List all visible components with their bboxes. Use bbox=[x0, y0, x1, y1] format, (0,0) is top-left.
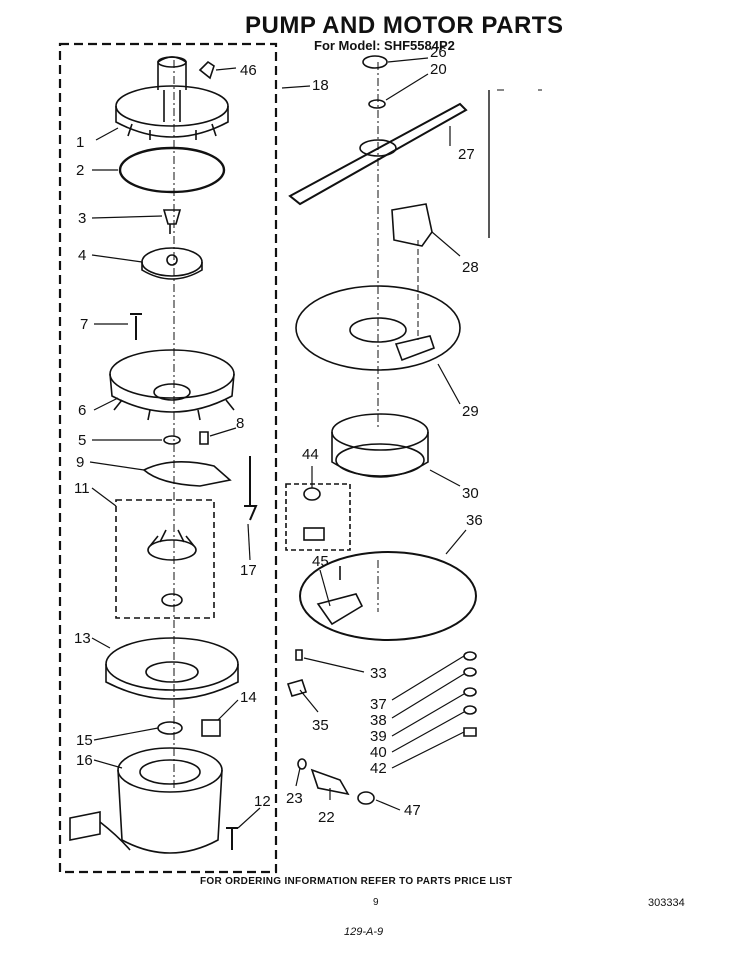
callout-26: 26 bbox=[430, 44, 447, 61]
impeller-subgroup-box bbox=[115, 499, 215, 619]
part-bracket bbox=[391, 203, 433, 247]
callout-22: 22 bbox=[318, 809, 335, 826]
part-large-ring bbox=[299, 551, 477, 641]
callout-12: 12 bbox=[254, 793, 271, 810]
part-spray-arm bbox=[288, 102, 468, 206]
part-fitting bbox=[162, 209, 182, 234]
callout-37: 37 bbox=[370, 696, 387, 713]
part-clip bbox=[198, 60, 215, 80]
callout-1: 1 bbox=[76, 134, 85, 151]
part-motor bbox=[69, 747, 223, 854]
callout-3: 3 bbox=[78, 210, 87, 227]
sensor-subgroup-box bbox=[285, 483, 351, 551]
callout-17: 17 bbox=[240, 562, 257, 579]
part-o-ring bbox=[297, 758, 307, 770]
callout-33: 33 bbox=[370, 665, 387, 682]
callout-20: 20 bbox=[430, 61, 447, 78]
part-seal-ring bbox=[331, 413, 429, 478]
callout-13: 13 bbox=[74, 630, 91, 647]
part-filter-plate bbox=[295, 285, 461, 371]
leader-lines bbox=[89, 57, 467, 829]
callout-9: 9 bbox=[76, 454, 85, 471]
callout-6: 6 bbox=[78, 402, 87, 419]
part-pump-cover bbox=[115, 56, 229, 140]
callout-45: 45 bbox=[312, 553, 329, 570]
callout-47: 47 bbox=[404, 802, 421, 819]
part-sensor-bracket bbox=[316, 593, 364, 626]
callout-27: 27 bbox=[458, 146, 475, 163]
page-number: 9 bbox=[373, 897, 379, 908]
part-impeller bbox=[147, 529, 197, 607]
part-small-screw bbox=[199, 431, 209, 445]
callout-2: 2 bbox=[76, 162, 85, 179]
callout-5: 5 bbox=[78, 432, 87, 449]
part-rod bbox=[244, 456, 258, 521]
callout-8: 8 bbox=[236, 415, 245, 432]
part-hardware-stack bbox=[463, 651, 477, 737]
part-connector bbox=[310, 768, 350, 796]
part-plate bbox=[142, 461, 232, 487]
motor-assembly-group-box bbox=[58, 42, 278, 874]
part-cap bbox=[362, 55, 388, 69]
handwritten-note: 129-A-9 bbox=[344, 926, 384, 938]
callout-29: 29 bbox=[462, 403, 479, 420]
callout-42: 42 bbox=[370, 760, 387, 777]
callout-44: 44 bbox=[302, 446, 319, 463]
part-pump-body bbox=[109, 349, 235, 421]
callout-36: 36 bbox=[466, 512, 483, 529]
part-arm-washer bbox=[368, 99, 386, 109]
callout-38: 38 bbox=[370, 712, 387, 729]
part-impeller-disc bbox=[141, 247, 203, 280]
callout-15: 15 bbox=[76, 732, 93, 749]
part-washer bbox=[163, 435, 181, 445]
callout-39: 39 bbox=[370, 728, 387, 745]
part-screw bbox=[130, 313, 142, 340]
callout-30: 30 bbox=[462, 485, 479, 502]
callout-11: 11 bbox=[74, 480, 90, 497]
part-motor-mount bbox=[105, 637, 239, 700]
part-spray-arm-hub bbox=[359, 139, 397, 157]
part-nut bbox=[357, 791, 375, 805]
part-mount-screw bbox=[226, 827, 238, 850]
part-clip-33 bbox=[295, 649, 303, 661]
callout-35: 35 bbox=[312, 717, 329, 734]
part-sensor bbox=[303, 487, 325, 541]
callout-16: 16 bbox=[76, 752, 93, 769]
document-number: 303334 bbox=[648, 897, 685, 909]
callout-46: 46 bbox=[240, 62, 257, 79]
page-title: PUMP AND MOTOR PARTS bbox=[245, 12, 564, 39]
model-number: For Model: SHF5584P2 bbox=[314, 38, 455, 53]
part-block bbox=[201, 719, 221, 737]
callout-40: 40 bbox=[370, 744, 387, 761]
callout-7: 7 bbox=[80, 316, 89, 333]
callout-18: 18 bbox=[312, 77, 329, 94]
ordering-note: FOR ORDERING INFORMATION REFER TO PARTS … bbox=[200, 876, 513, 887]
callout-4: 4 bbox=[78, 247, 87, 264]
part-motor-washer bbox=[157, 721, 183, 735]
callout-28: 28 bbox=[462, 259, 479, 276]
part-bracket-35 bbox=[286, 679, 308, 697]
part-gasket-ring bbox=[118, 146, 226, 194]
callout-14: 14 bbox=[240, 689, 257, 706]
callout-23: 23 bbox=[286, 790, 303, 807]
